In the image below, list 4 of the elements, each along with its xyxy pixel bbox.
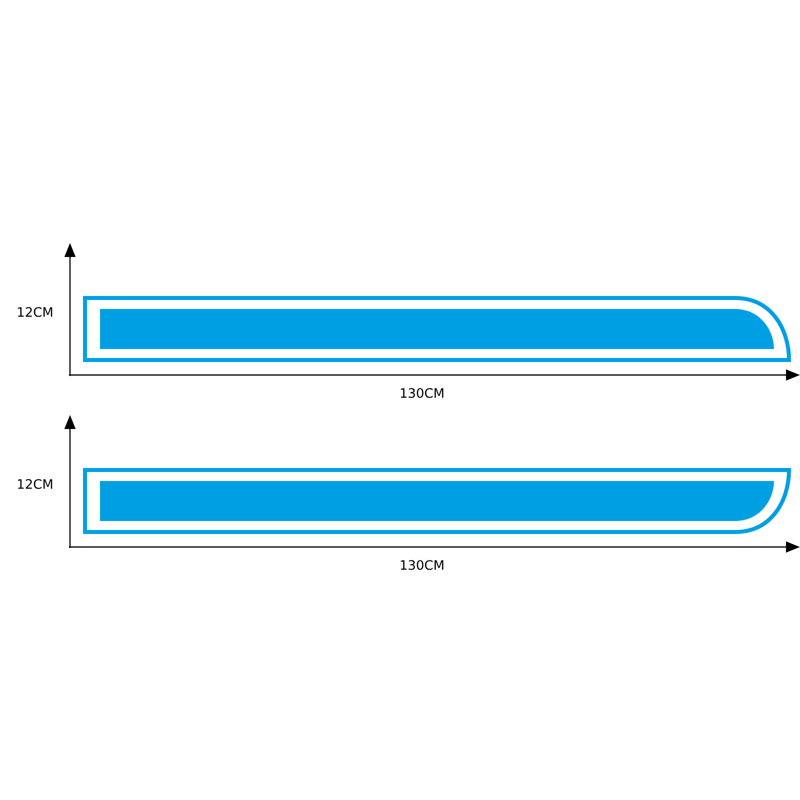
dimension-label: 130CM <box>400 388 444 398</box>
dimension-label: 12CM <box>18 307 52 317</box>
dimension-label: 130CM <box>400 560 444 570</box>
dimension-label: 12CM <box>18 479 52 489</box>
